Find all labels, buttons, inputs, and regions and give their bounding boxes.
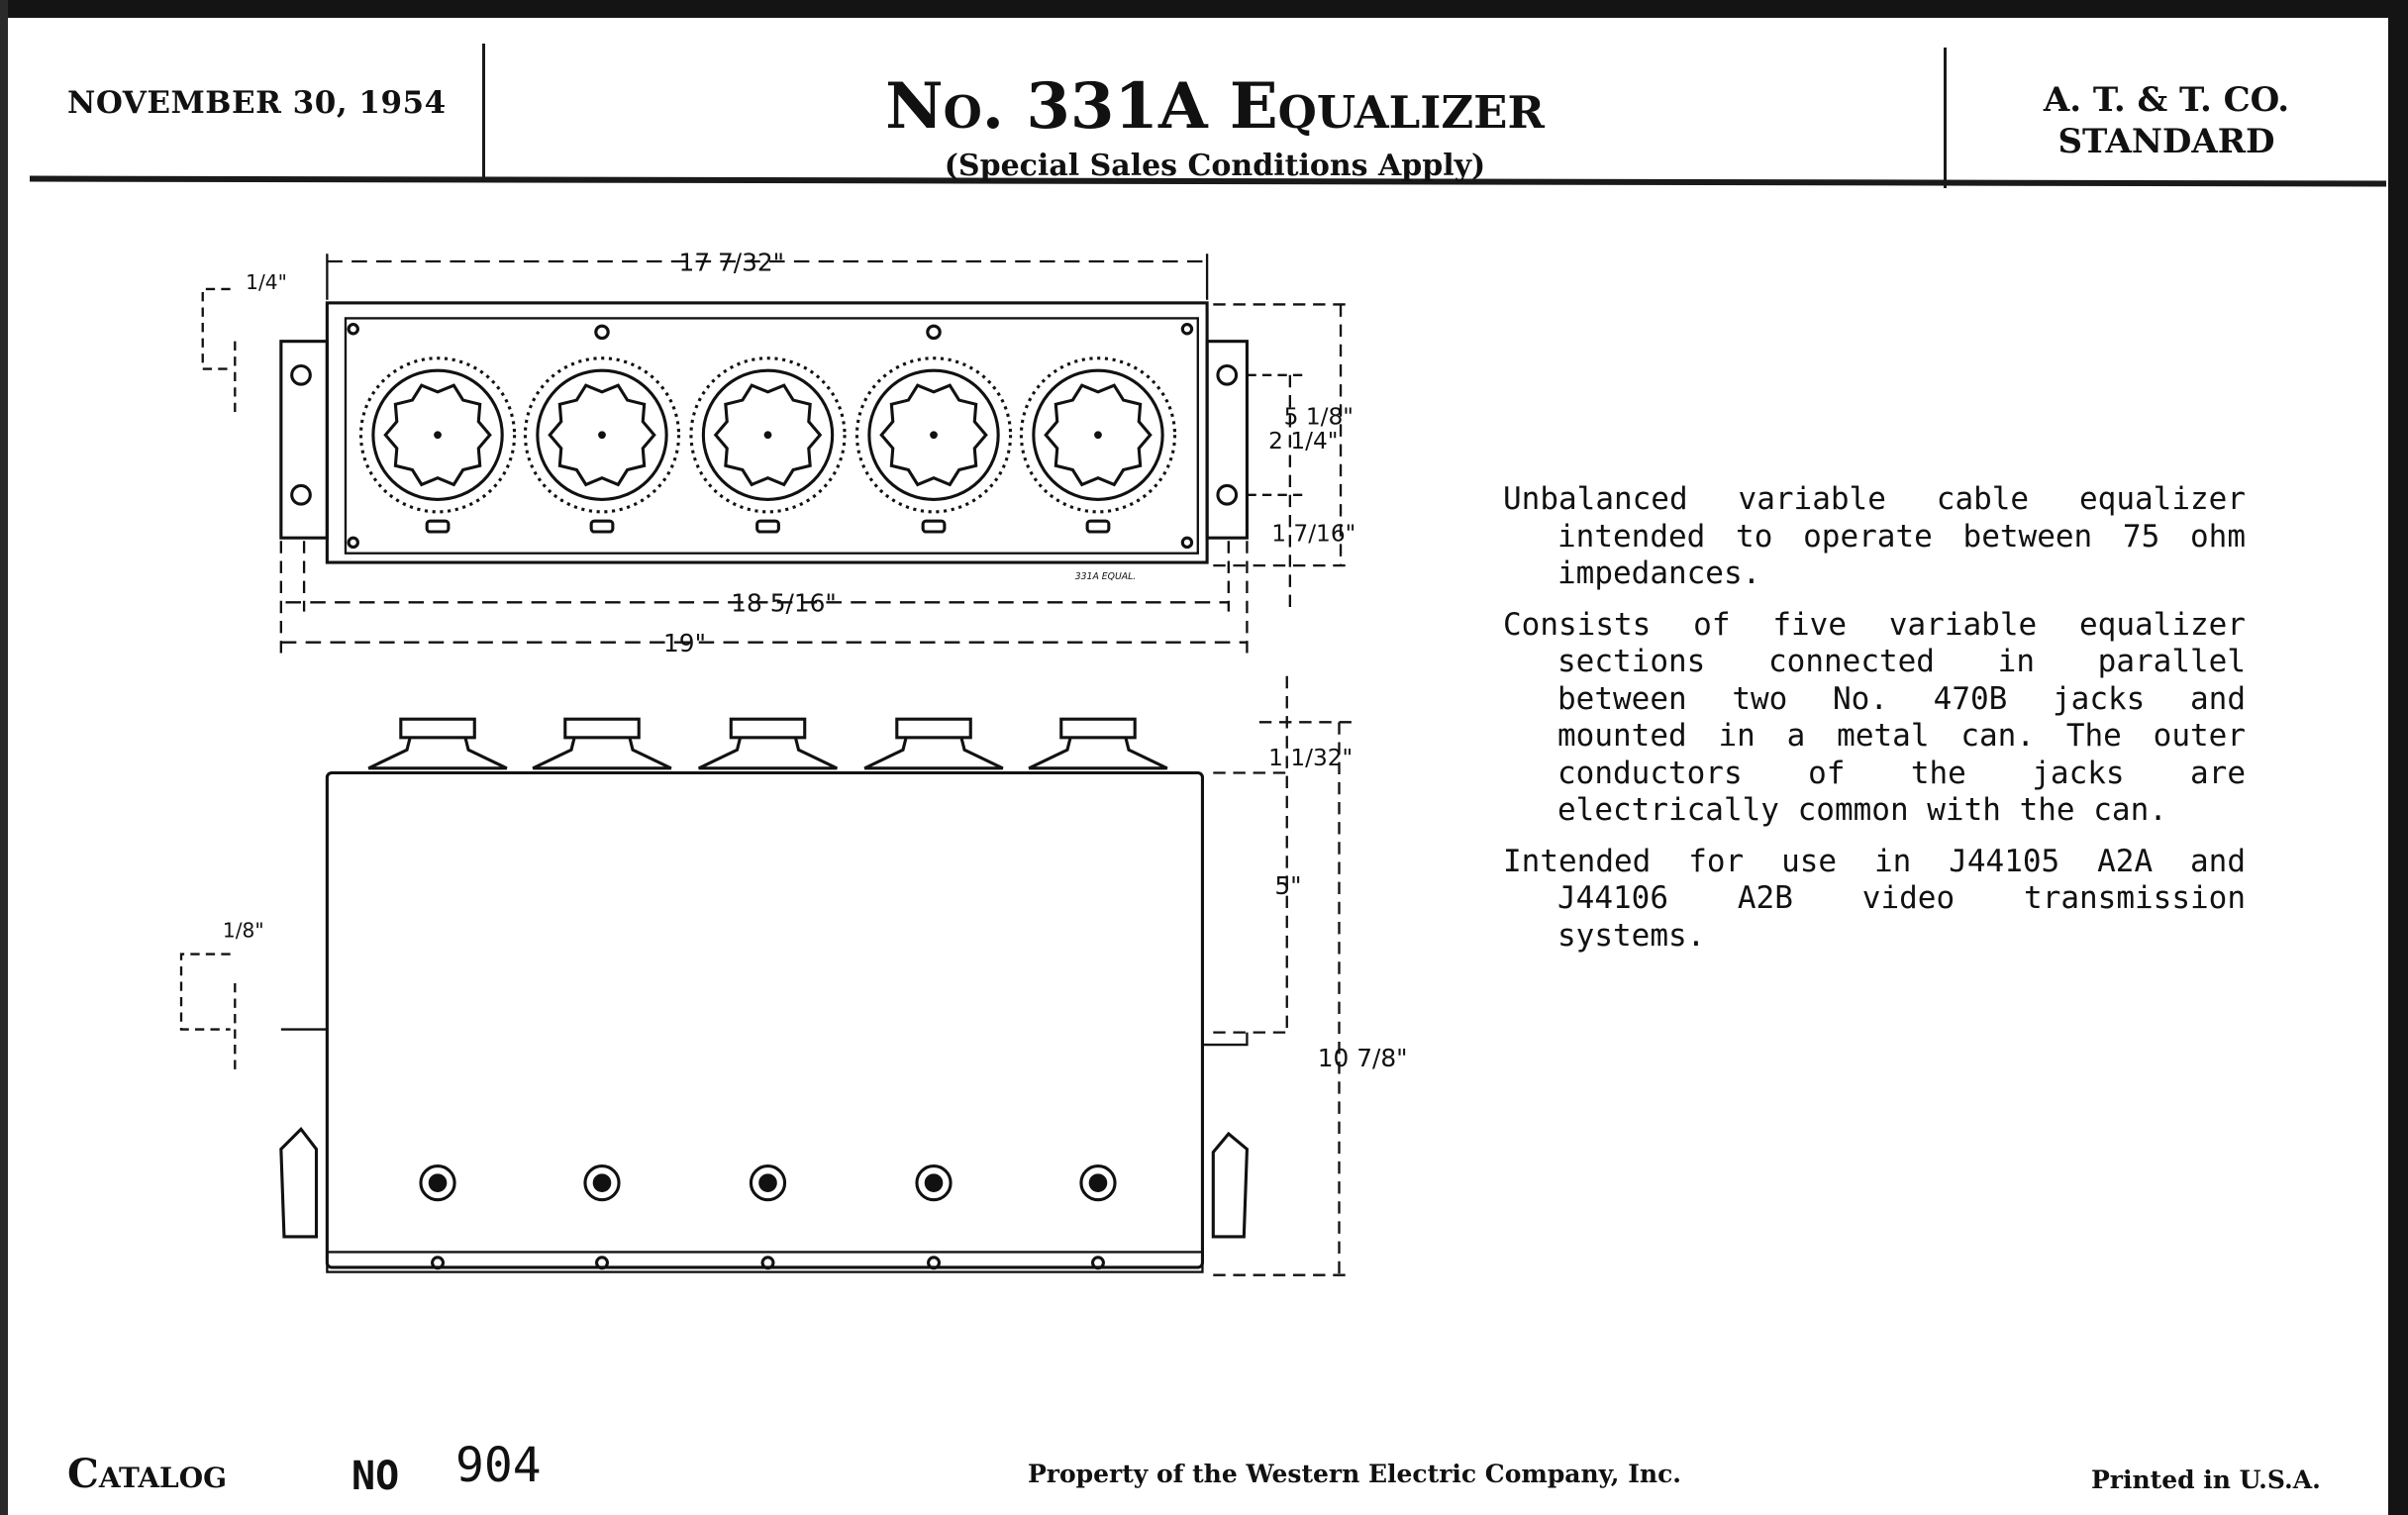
equalizer-dial[interactable] (689, 356, 847, 534)
catalog-no-label: NO (351, 1454, 400, 1499)
standard-text: STANDARD (2057, 122, 2275, 161)
description-paragraph: Consists of five variable equalizer sect… (1503, 606, 2246, 829)
scan-border-top (0, 0, 2408, 18)
knob (532, 717, 672, 770)
description-paragraph: Intended for use in J44105 A2A and J4410… (1503, 843, 2246, 954)
catalog-label: Catalog (67, 1451, 228, 1497)
dim-height-total: 5 1/8" (1284, 403, 1354, 430)
jack-hole (915, 1164, 953, 1202)
dim-mount-spacing: 2 1/4" (1268, 428, 1338, 454)
top-view (201, 253, 1352, 654)
equalizer-dial[interactable] (854, 324, 1013, 534)
knob (367, 717, 508, 770)
jack-hole (583, 1164, 621, 1202)
property-notice: Property of the Western Electric Company… (1028, 1460, 1682, 1488)
company-name: A. T. & T. CO. (2043, 80, 2290, 120)
dim-body-upper: 5" (1274, 871, 1301, 900)
catalog-number: 904 (455, 1438, 542, 1493)
left-flange (279, 340, 329, 540)
header-divider (482, 44, 485, 182)
standard-label: A. T. & T. CO. STANDARD (1949, 79, 2384, 162)
scan-border-left (0, 0, 8, 1515)
knob (1028, 717, 1168, 770)
equalizer-dial[interactable] (358, 356, 517, 534)
right-flange (1205, 340, 1249, 540)
printed-notice: Printed in U.S.A. (2091, 1465, 2321, 1494)
issue-date: NOVEMBER 30, 1954 (67, 85, 447, 121)
right-jack (1211, 1131, 1250, 1239)
jack-hole (419, 1164, 456, 1202)
dim-flange-offset: 1/4" (246, 270, 287, 294)
dim-height-total-front: 10 7/8" (1318, 1044, 1408, 1072)
page-subtitle: (Special Sales Conditions Apply) (944, 149, 1486, 183)
description-paragraph: Unbalanced variable cable equalizer inte… (1503, 481, 2246, 591)
left-jack (279, 1127, 319, 1239)
knob (698, 717, 838, 770)
front-view (179, 675, 1352, 1276)
dim-bottom-offset: 1 7/16" (1271, 520, 1355, 547)
mount-hole (290, 483, 312, 506)
dim-panel-width: 17 7/32" (679, 248, 785, 276)
scan-border-right (2388, 0, 2408, 1515)
dim-flange-width: 18 5/16" (731, 589, 837, 618)
dim-overall-width: 19" (663, 629, 706, 657)
equalizer-dial[interactable] (523, 324, 681, 534)
description: Unbalanced variable cable equalizer inte… (1503, 481, 2246, 968)
dim-knob-height: 1 1/32" (1268, 745, 1353, 771)
mount-hole (290, 363, 312, 386)
header-divider (1944, 48, 1947, 188)
base-strip (326, 1251, 1204, 1273)
nameplate: 331A EQUAL. (1075, 571, 1137, 582)
dim-flange-offset-front: 1/8" (223, 918, 264, 942)
mount-hole (1216, 483, 1239, 506)
knob (863, 717, 1004, 770)
equalizer-dial[interactable] (1019, 356, 1177, 534)
mount-hole (1216, 363, 1239, 386)
jack-hole (1079, 1164, 1117, 1202)
jack-hole (749, 1164, 787, 1202)
can-body (325, 770, 1204, 1269)
page-title: No. 331A Equalizer (885, 69, 1545, 144)
panel-inner (344, 317, 1199, 555)
